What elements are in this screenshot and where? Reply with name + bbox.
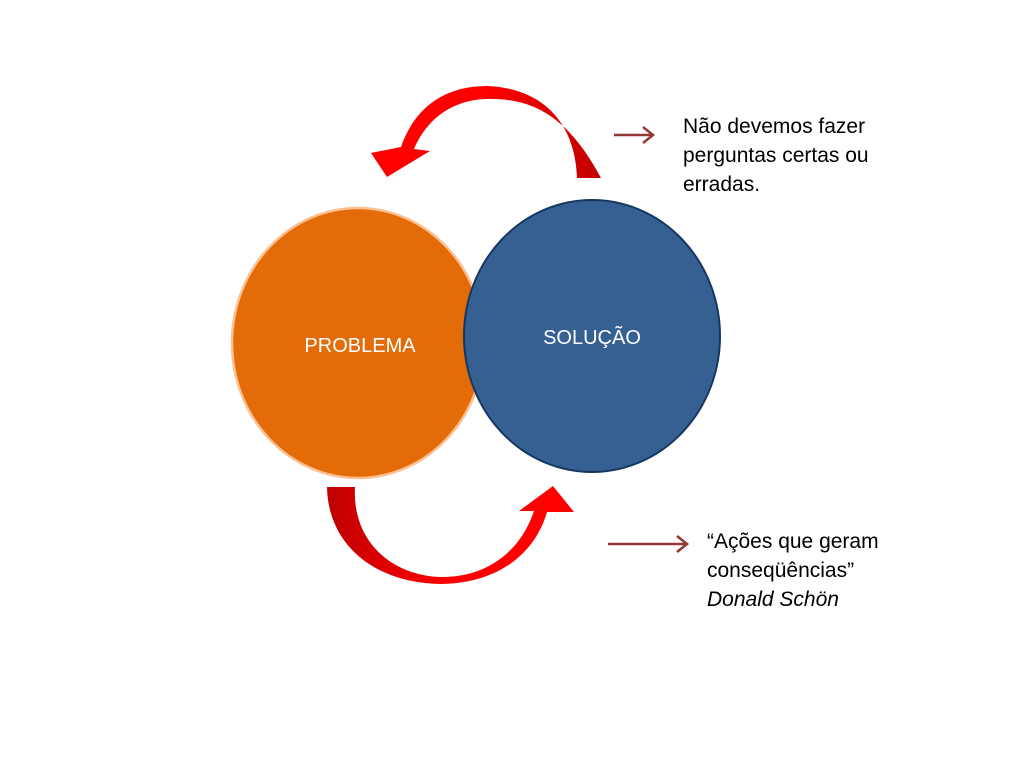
solucao-label: SOLUÇÃO <box>543 325 641 349</box>
problema-label: PROBLEMA <box>304 335 416 357</box>
top-curved-arrow-shape <box>371 86 601 178</box>
note-top-line-2: perguntas certas ou <box>683 144 869 167</box>
note-top-line-1: Não devemos fazer <box>683 115 866 138</box>
node-solucao: SOLUÇÃO <box>463 199 721 473</box>
top-curved-arrow <box>371 86 601 178</box>
solucao-circle <box>463 199 721 473</box>
quote-line-1: “Ações que geram <box>707 530 879 553</box>
pointer-arrow-top <box>614 126 656 144</box>
node-problema: PROBLEMA <box>230 206 486 480</box>
note-quote: “Ações que geram conseqüências” Donald S… <box>707 527 879 614</box>
bottom-curved-arrow <box>327 486 574 584</box>
quote-line-2: conseqüências” <box>707 559 855 582</box>
note-question-statement: Não devemos fazer perguntas certas ou er… <box>683 112 869 199</box>
pointer-arrow-bottom <box>608 535 690 553</box>
note-top-line-3: erradas. <box>683 173 761 196</box>
bottom-curved-arrow-shape <box>327 486 574 584</box>
quote-author: Donald Schön <box>707 588 839 611</box>
